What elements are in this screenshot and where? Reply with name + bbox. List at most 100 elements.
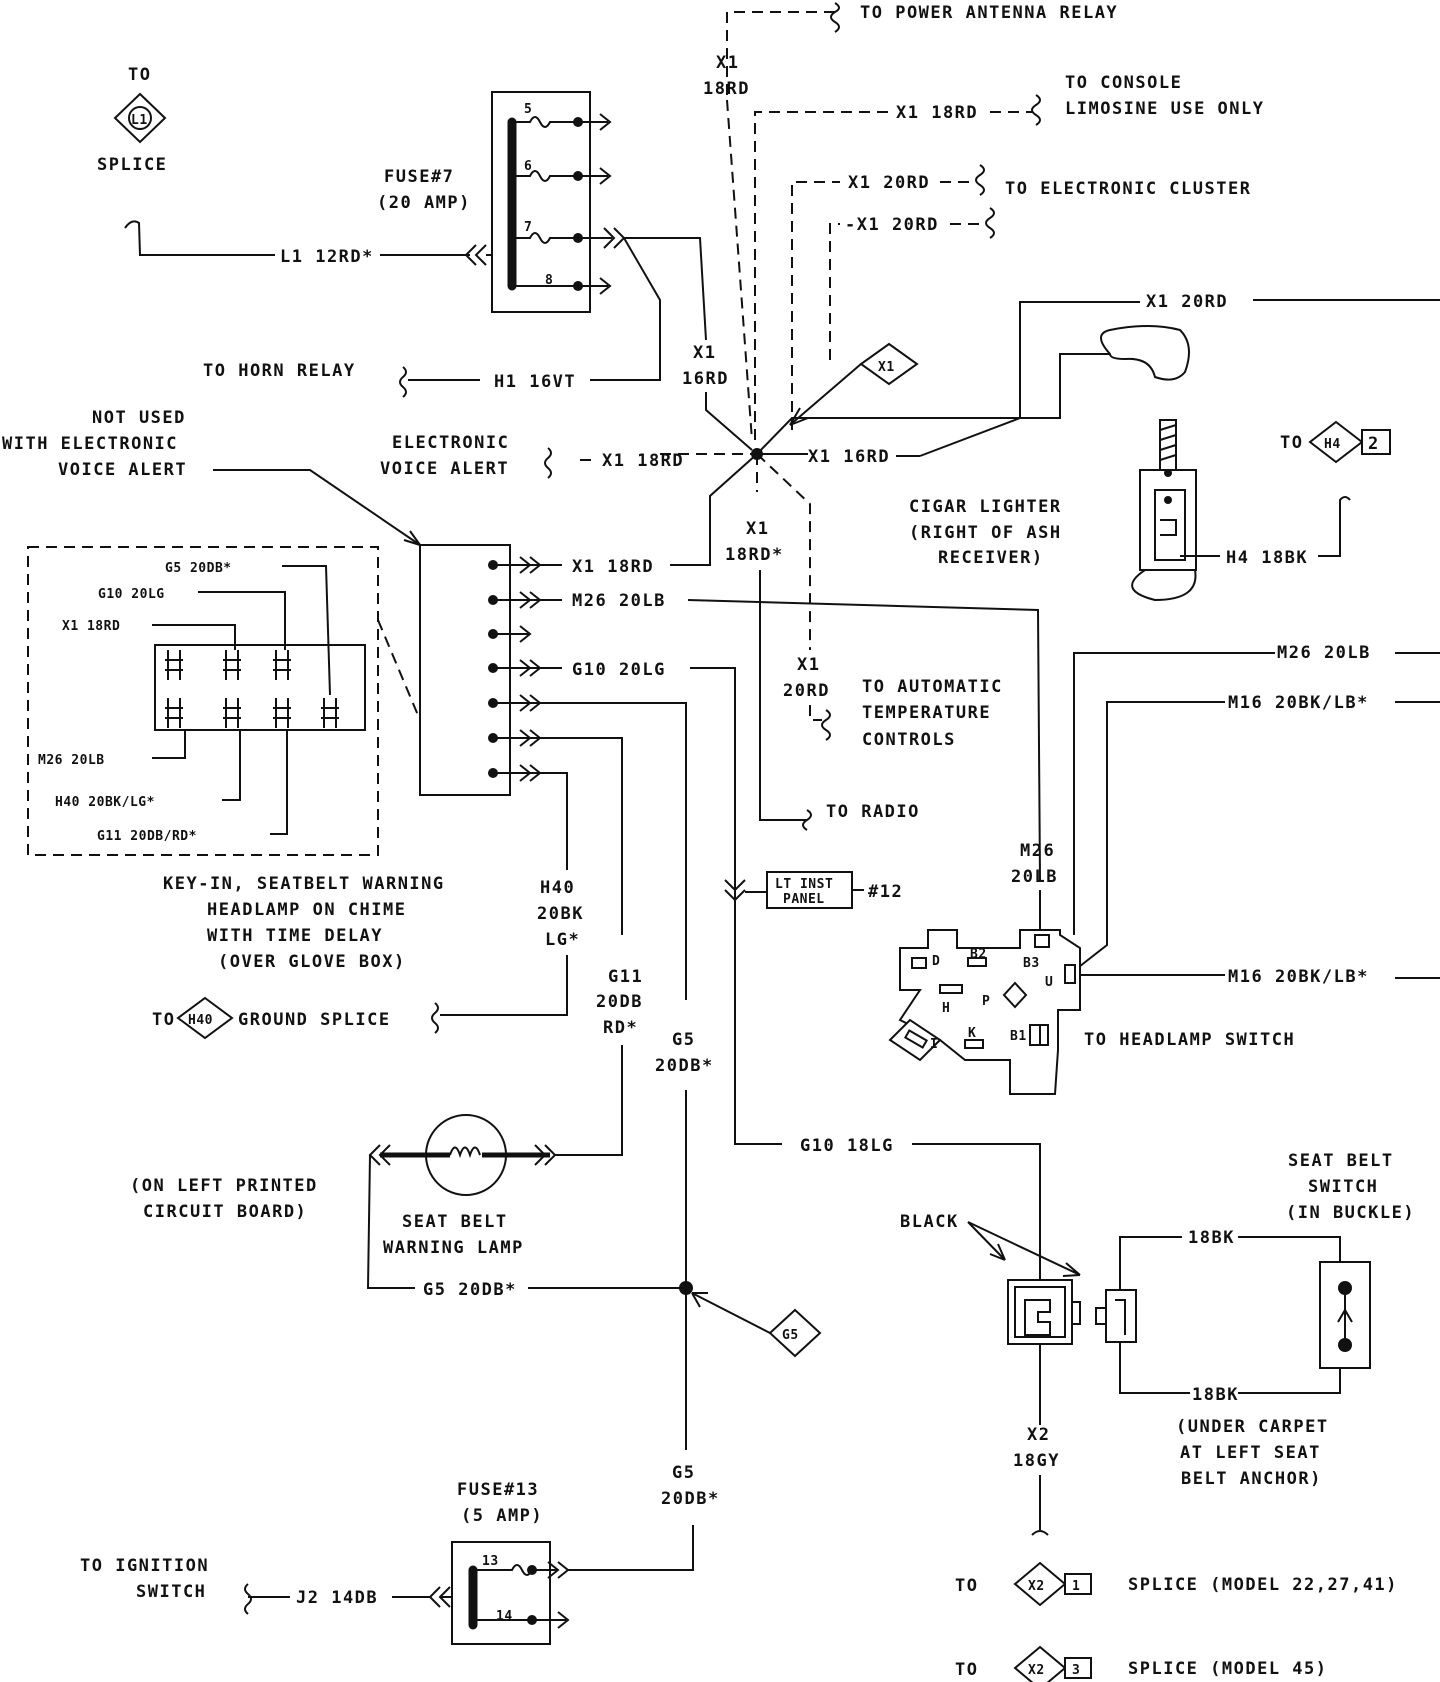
x2-diamond-3	[1013, 1645, 1067, 1682]
g5-diamond	[768, 1308, 822, 1358]
sbs-2-label: SWITCH	[1308, 1177, 1378, 1197]
x1-20rd-4-label: -X1 20RD	[845, 215, 939, 235]
splice-m3-label: SPLICE (MODEL 45)	[1128, 1659, 1328, 1679]
keyin-2-label: HEADLAMP ON CHIME	[207, 900, 407, 920]
chime-module: G5 20DB* G10 20LG X1 18RD M26 20LB H40 2…	[27, 546, 421, 856]
fuse-8-label: 8	[545, 273, 553, 288]
headlamp-wires: M26 20LB M16 20BK/LB* M26 20LB M16 20BK/…	[1011, 643, 1440, 987]
x1-18rd-console-label: X1 18RD	[896, 103, 978, 123]
m26-20lb-right-label: M26 20LB	[1277, 643, 1371, 663]
x1-star-b-label: 18RD*	[725, 545, 784, 565]
cigar-label-1: CIGAR LIGHTER	[909, 497, 1062, 517]
sw-b2-label: B2	[970, 947, 987, 962]
to-console-label: TO CONSOLE	[1065, 73, 1182, 93]
x1-diamond	[859, 342, 919, 386]
to-h4-label: TO	[1280, 433, 1303, 453]
keyin-4-label: (OVER GLOVE BOX)	[218, 952, 406, 972]
g5-diamond-label: G5	[782, 1328, 799, 1343]
sw-i-label: I	[930, 1037, 938, 1052]
fuse-13-block: FUSE#13 (5 AMP) 13 14 G5 20DB* J2 14DB T…	[80, 1463, 720, 1645]
x1-20rd-right-label: X1 20RD	[1146, 292, 1228, 312]
power-antenna-branch: TO POWER ANTENNA RELAY X1 18RD	[703, 2, 1118, 441]
fuse-7-number: 7	[524, 220, 532, 235]
x2-d1-label: X2	[1028, 1579, 1045, 1594]
carpet-3-label: BELT ANCHOR)	[1181, 1469, 1322, 1489]
seat-belt-warning-lamp: (ON LEFT PRINTED CIRCUIT BOARD) SEAT BEL…	[130, 1114, 822, 1450]
to-x2-3-label: TO	[955, 1660, 978, 1680]
fuse-5-label: 5	[524, 102, 532, 117]
to-ign-2-label: SWITCH	[136, 1582, 206, 1602]
x1-16rd-b-label: 16RD	[682, 369, 729, 389]
black-label: BLACK	[900, 1212, 959, 1232]
g11-mid-c-label: RD*	[603, 1018, 638, 1038]
eva-label-1: ELECTRONIC	[392, 433, 509, 453]
m26-20lb-mod-label: M26 20LB	[572, 591, 666, 611]
x1-20rd-atc-b-label: 20RD	[783, 681, 830, 701]
to-power-antenna-label: TO POWER ANTENNA RELAY	[860, 3, 1118, 23]
m16-right-2-label: M16 20BK/LB*	[1228, 967, 1369, 987]
sw-u-label: U	[1045, 975, 1053, 990]
keyin-3-label: WITH TIME DELAY	[207, 926, 383, 946]
x1-16rd-right-label: X1 16RD	[808, 447, 890, 467]
l1-splice-ref: TO L1 SPLICE L1 12RD*	[97, 65, 505, 267]
g11-mid-b-label: 20DB	[596, 992, 643, 1012]
h40-mid-c-label: LG*	[545, 930, 580, 950]
fuse13-amp-label: (5 AMP)	[461, 1506, 543, 1526]
18rd-top-label: 18RD	[703, 79, 750, 99]
x2-d3-label: X2	[1028, 1663, 1045, 1678]
to-label-top: TO	[128, 65, 151, 85]
x2-diamond-1	[1013, 1561, 1067, 1607]
not-used-1-label: NOT USED	[92, 408, 186, 428]
h4-diamond-label: H4	[1324, 437, 1341, 452]
cigar-lighter: H4 18BK CIGAR LIGHTER (RIGHT OF ASH RECE…	[909, 325, 1391, 602]
to-h40-label: TO	[152, 1010, 175, 1030]
keyin-texts: KEY-IN, SEATBELT WARNING HEADLAMP ON CHI…	[152, 874, 1041, 1300]
g5-bot-b-label: 20DB*	[661, 1489, 720, 1509]
seat-lamp-1-label: SEAT BELT	[402, 1212, 508, 1232]
headlamp-switch: D B2 B3 U H P K B1 I TO HEADLAMP SWITCH	[888, 929, 1294, 1095]
to-ign-1-label: TO IGNITION	[80, 1556, 209, 1576]
x1-20rd-cluster-label: X1 20RD	[848, 173, 930, 193]
splice-l1-label: SPLICE	[97, 155, 167, 175]
seat-belt-switch-section: BLACK 18BK 18BK SEAT BELT SWITCH (IN BUC…	[900, 1151, 1414, 1536]
keyin-1-label: KEY-IN, SEATBELT WARNING	[163, 874, 445, 894]
splice-m1-label: SPLICE (MODEL 22,27,41)	[1128, 1575, 1398, 1595]
g11-mid-a-label: G11	[608, 967, 643, 987]
bk-18-bot-label: 18BK	[1192, 1385, 1239, 1405]
g10-18lg-label: G10 18LG	[800, 1136, 894, 1156]
h40-diamond	[176, 996, 234, 1040]
to-horn-label: TO HORN RELAY	[203, 361, 356, 381]
x1-18rd-eva-label: X1 18RD	[602, 451, 684, 471]
cluster-branch: X1 20RD TO ELECTRONIC CLUSTER	[791, 164, 1251, 430]
j2-wire-label: J2 14DB	[296, 1588, 378, 1608]
x2-splice-refs: TO X2 1 SPLICE (MODEL 22,27,41) TO X2 3 …	[955, 1561, 1398, 1682]
fuse-14-number: 14	[496, 1609, 513, 1624]
sbs-1-label: SEAT BELT	[1288, 1151, 1394, 1171]
fuse-6-label: 6	[524, 159, 532, 174]
l1-diamond	[113, 92, 167, 144]
ground-splice-label: GROUND SPLICE	[238, 1010, 391, 1030]
cigar-label-3: RECEIVER)	[938, 548, 1044, 568]
g11-left-label: G11 20DB/RD*	[97, 829, 197, 844]
atc-label-2: TEMPERATURE	[862, 703, 991, 723]
cigar-label-2: (RIGHT OF ASH	[909, 523, 1062, 543]
x1-diamond-label: X1	[878, 360, 895, 375]
carpet-1-label: (UNDER CARPET	[1176, 1417, 1329, 1437]
h40-mid-b-label: 20BK	[537, 904, 584, 924]
m26-mid-a-label: M26	[1020, 841, 1055, 861]
to-x2-1-label: TO	[955, 1576, 978, 1596]
to-radio-label: TO RADIO	[826, 802, 920, 822]
connector-pins	[488, 556, 542, 782]
g5-20db-label: G5 20DB*	[165, 561, 232, 576]
bk-18-top-label: 18BK	[1188, 1228, 1235, 1248]
to-cluster-label: TO ELECTRONIC CLUSTER	[1005, 179, 1251, 199]
h4-num-label: 2	[1368, 434, 1380, 454]
on-left-2-label: CIRCUIT BOARD)	[143, 1202, 307, 1222]
seat-lamp-2-label: WARNING LAMP	[383, 1238, 524, 1258]
x1-16rd-a-label: X1	[693, 343, 716, 363]
h40-mid-a-label: H40	[540, 878, 575, 898]
g10-20lg-mod-label: G10 20LG	[572, 660, 666, 680]
carpet-2-label: AT LEFT SEAT	[1180, 1443, 1321, 1463]
h40-diamond-label: H40	[188, 1013, 213, 1028]
